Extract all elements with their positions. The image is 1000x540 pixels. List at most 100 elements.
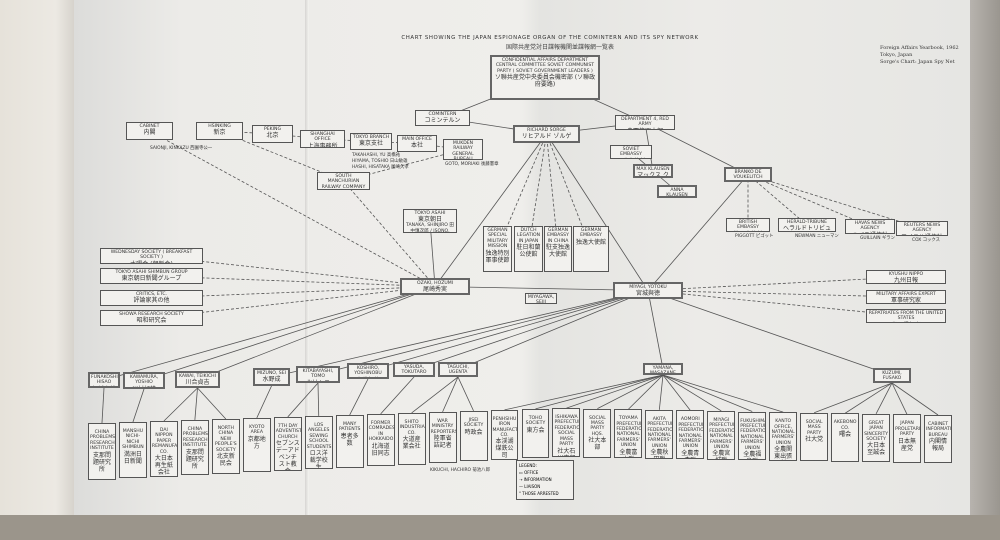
- annotation-note: SAIONJI, KINKAZU 西園寺公一: [150, 146, 213, 151]
- node-reuters: REUTERS NEWS AGENCYロイテル通信社: [896, 221, 948, 236]
- node-label-en: GERMAN EMBASSY IN CHINA: [547, 228, 569, 244]
- group-label-jp: 本渓湖煤鉄公司: [495, 438, 514, 460]
- group-label-en: FORMER COMRADES IN HOKKAIDO: [368, 420, 395, 443]
- node-label-en: KITABAYASHI, TOMO: [302, 369, 334, 380]
- node-repatriates: REPATRIATES FROM THE UNITED STATES米国帰朝者: [866, 309, 946, 323]
- group-label-jp: 大日本至誠会: [867, 442, 886, 457]
- group-label-jp: 日本無産党: [898, 437, 917, 452]
- group-label-en: 7TH DAY ADVENTIST CHURCH: [275, 423, 302, 440]
- group-box: SHITO INDUSTRIAL CO.大道産業会社: [397, 412, 426, 465]
- legend: LEGEND: ▭ OFFICE ⇢ INFORMATION — LIAISON…: [516, 460, 574, 500]
- node-label-jp: 尾崎秀実: [422, 286, 447, 294]
- node-label-jp: 昭和研究会: [136, 317, 167, 325]
- node-soviet-embassy: SOVIET EMBASSYソ聯大使館: [610, 145, 652, 159]
- node-label-en: ANNA KLAUSEN: [666, 188, 688, 198]
- node-kuzumi: KUZUMI, FUSAKO九津見房子: [873, 368, 911, 383]
- node-label-jp: ブランコ ド ヴーケリッチ: [727, 181, 769, 182]
- source-caption: Foreign Affairs Yearbook, 1962 Tokyo, Ja…: [880, 45, 959, 66]
- node-label-en: BRANKO DE VOUKELITCH: [733, 170, 763, 181]
- group-label-jp: 全農関東出張所: [774, 446, 793, 461]
- node-dept4: DEPARTMENT 4, RED ARMY赤軍第四本部: [615, 115, 675, 130]
- annotation-note: PIGGOTT ピゴット: [735, 234, 774, 239]
- group-label-en: LOS ANGELES SEWING SCHOOL STUDENTS: [306, 422, 332, 450]
- node-label-en: DUTCH LEGATION IN JAPAN: [516, 228, 541, 244]
- annotation-note: HIYAMA, TOSHIO 日山敏雄: [352, 159, 408, 164]
- group-label-jp: 社大党: [805, 435, 824, 443]
- legend-title: LEGEND:: [519, 463, 537, 468]
- node-label-jp: 川村好雄: [126, 386, 162, 387]
- group-label-jp: 満洲日日新聞: [123, 450, 142, 465]
- node-label-jp: 船越寿雄: [91, 386, 117, 387]
- node-koshiro: KOSHIRO, YOSHINOBU小代好信: [347, 363, 389, 379]
- group-label-jp: 支那問題研究所: [185, 448, 204, 470]
- group-box: AKEBONO CO.曙会: [831, 413, 860, 462]
- node-label-jp: ハバス通信社: [847, 232, 893, 233]
- node-label-en: KOSHIRO, YOSHINOBU: [354, 366, 382, 377]
- node-label-jp: ヘラルドトリビューン: [782, 225, 831, 232]
- node-label-jp: 上海事務所: [307, 142, 338, 148]
- node-british: BRITISH EMBASSY英国大使館: [726, 218, 770, 232]
- group-label-en: CHINA PROBLEMS RESEARCH INSTITUTE: [90, 430, 116, 452]
- node-label-jp: 駐支独逸大使館: [546, 244, 571, 259]
- group-box: SOCIAL MASS PARTY HQS.社大本部: [583, 408, 612, 458]
- node-label-en: CONFIDENTIAL AFFAIRS DEPARTMENT CENTRAL …: [495, 58, 595, 74]
- node-label-en: REUTERS NEWS AGENCY: [903, 223, 941, 234]
- group-label-jp: セブンスデーアドベンチスト教会: [275, 440, 300, 470]
- legend-item-arrested: ° THOSE ARRESTED: [519, 491, 559, 496]
- group-label-en: MANY PATIENTS: [338, 421, 361, 433]
- group-label-jp: 大日本再生紙会社: [154, 455, 173, 476]
- node-mukden: MUKDEN RAILWAY GENERAL BUREAU奉天鉄路総局: [443, 139, 483, 160]
- node-herald: HERALD-TRIBUNEヘラルドトリビューン: [778, 218, 836, 232]
- annotation-note: HASHI, HISATAKA 尾崎久孝: [352, 165, 409, 170]
- node-label-jp: 東京朝日: [417, 216, 442, 224]
- node-label-en: DEPARTMENT 4, RED ARMY: [621, 117, 669, 128]
- node-smr: SOUTH MANCHURIAN RAILWAY COMPANY満鉄: [317, 172, 370, 190]
- group-label-jp: 社大本部: [588, 437, 607, 452]
- group-box: PENHSIHU IRON MANUFACTURING CO.本渓湖煤鉄公司: [490, 409, 519, 460]
- group-label-en: AKEBONO CO.: [833, 420, 857, 431]
- group-label-en: TOHO SOCIETY: [525, 415, 546, 427]
- legend-item-information: ⇢ INFORMATION: [519, 477, 552, 482]
- node-label-en: SOVIET EMBASSY: [620, 147, 642, 158]
- source-line: Tokyo, Japan: [880, 52, 913, 58]
- group-label-jp: 全農青森聯: [681, 449, 700, 458]
- group-label-jp: 陸軍省詰記者: [433, 435, 452, 450]
- node-havas: HAVAS NEWS AGENCYハバス通信社: [845, 219, 895, 234]
- group-label-jp: 北支新民会: [216, 452, 235, 467]
- node-label-en: TOKYO BRANCH: [352, 135, 390, 140]
- node-label-en: SOUTH MANCHURIAN RAILWAY COMPANY: [321, 174, 366, 190]
- node-label-jp: 本社: [410, 142, 423, 150]
- node-label-en: SHANGHAI OFFICE: [310, 132, 335, 143]
- node-label-jp: 内閣: [143, 129, 156, 137]
- node-label-en: GERMAN EMBASSY: [580, 228, 602, 239]
- node-central: CONFIDENTIAL AFFAIRS DEPARTMENT CENTRAL …: [490, 55, 600, 100]
- node-label-en: TOKYO ASAHI SHIMBUN GROUP: [115, 270, 188, 275]
- node-label-en: KAWAI, TEIKICHI: [179, 374, 216, 379]
- group-label-en: DAI NIPPON PAPER REMANUFACTURING CO.: [151, 427, 178, 455]
- source-line: Sorge's Chart: Japan Spy Net: [880, 59, 955, 65]
- node-yasuda: YASUDA, TOKUTARO安田徳太郎: [393, 362, 435, 377]
- group-label-jp: 北海道旧同志: [371, 442, 390, 457]
- group-label-jp: 全農宮城聯: [712, 450, 731, 458]
- node-label-en: OZAKI, HOZUMI: [416, 281, 454, 286]
